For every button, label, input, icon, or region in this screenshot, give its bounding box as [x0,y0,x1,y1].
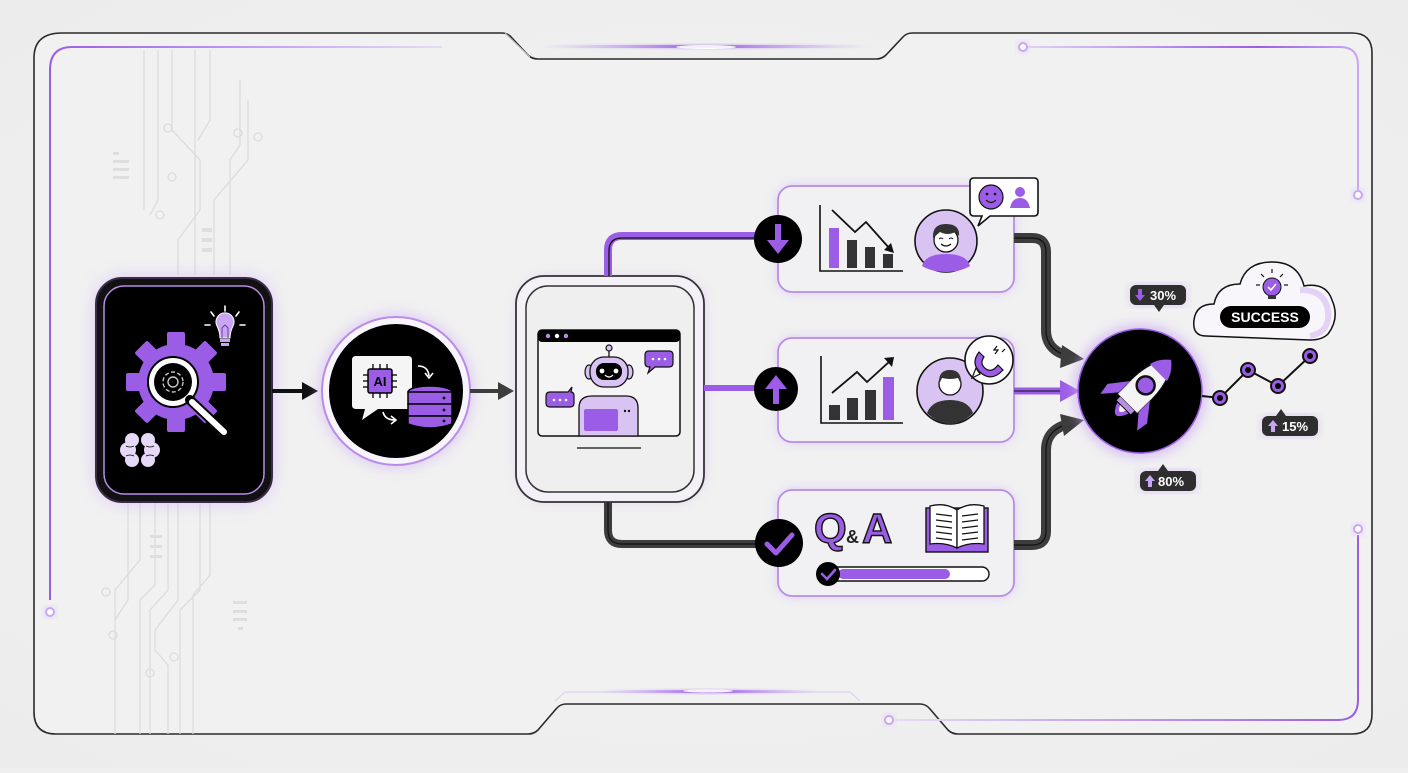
node-dot [884,715,894,725]
ai-chip-chat-icon: AI [352,356,412,420]
metric-badge-growth-small: 15% [1262,409,1318,437]
arrow-up-icon [754,367,798,411]
branch-engagement[interactable] [754,335,1015,443]
branch-cost-reduction[interactable] [754,177,1039,293]
circuit-traces [101,50,263,734]
chatbot-screen-node[interactable] [515,275,705,503]
magnet-icon [964,335,1014,385]
gear-magnifier-icon [126,332,229,437]
rising-bar-chart-icon [820,356,903,424]
branch-knowledge[interactable]: Q & A [755,489,1015,597]
input-panel-node[interactable] [95,277,273,503]
trend-line-icon [1201,348,1318,406]
metric-badge-reduction: 30% [1130,284,1186,312]
branch-connectors [604,232,770,548]
rocket-outcome-node[interactable] [1074,325,1206,457]
ai-processing-node[interactable]: AI [318,313,474,469]
chat-bubble-icon [545,350,674,408]
node-dot [1018,42,1028,52]
metric-badge-growth-large: 80% [1140,464,1196,492]
node-dot [1353,190,1363,200]
inner-accent-lines [45,42,1363,725]
user-avatar-icon [916,357,984,425]
brain-icon [120,433,160,467]
progress-bar [816,562,990,586]
node-dot [1353,524,1363,534]
circuit-bars [113,152,247,630]
svg-text:Q: Q [814,505,847,552]
svg-text:&: & [846,527,859,547]
robot-icon [578,344,639,437]
metric-value: 80% [1158,474,1184,489]
ai-chip-label: AI [374,374,387,389]
qa-title: Q & A [813,504,893,552]
metric-value: 30% [1150,288,1176,303]
lightbulb-icon [204,305,246,346]
connector-arrow [470,382,514,400]
database-icon [407,385,453,429]
svg-text:A: A [862,505,892,552]
happy-customer-avatar-icon [914,209,978,273]
connector-arrow [272,382,318,400]
smiley-user-speech-icon [969,177,1039,227]
declining-bar-chart-icon [819,205,903,272]
sync-arrows-icon [382,365,434,425]
open-book-icon [925,504,989,553]
success-cloud-icon: SUCCESS [1193,261,1336,341]
checkmark-icon [755,519,803,567]
rocket-icon [1100,359,1172,431]
outcome-connectors [1014,233,1084,550]
success-label: SUCCESS [1231,309,1299,325]
node-dot [45,607,55,617]
metric-value: 15% [1282,419,1308,434]
arrow-down-icon [754,215,802,263]
